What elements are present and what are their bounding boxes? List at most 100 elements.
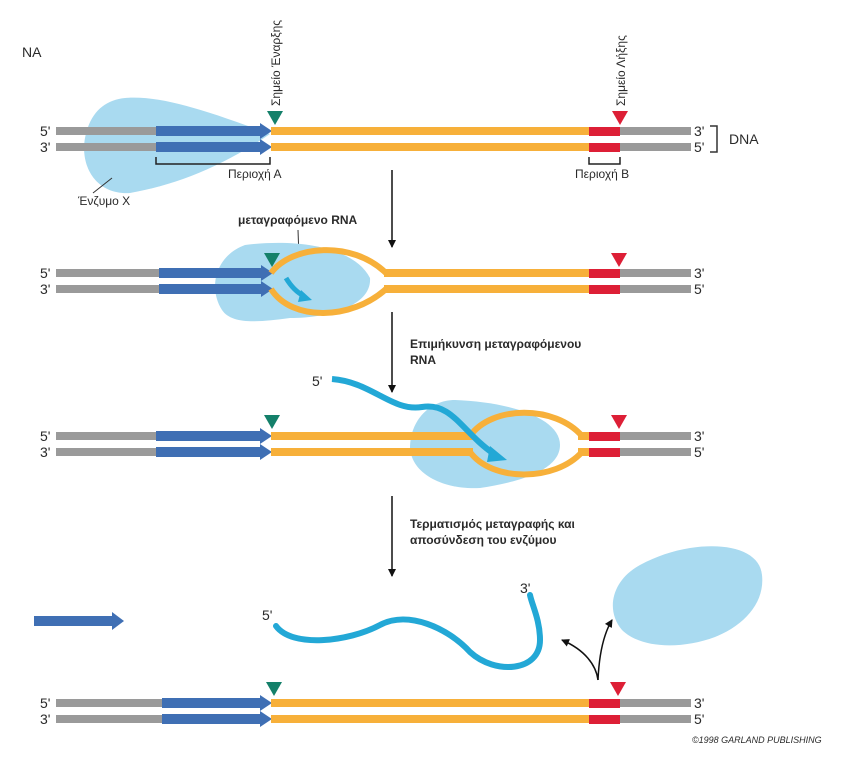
dna-top-right-flank — [620, 432, 691, 440]
dna-bottom-right-flank — [620, 285, 691, 293]
termination-label-line2: αποσύνδεση του ενζύμου — [410, 533, 556, 547]
gene-body-top — [384, 269, 589, 277]
transcription-bubble-bottom — [268, 286, 389, 316]
three-prime-bottom-left: 3' — [40, 444, 50, 460]
start-site-marker — [267, 111, 283, 125]
end-site-marker — [611, 253, 627, 267]
five-prime-top-left: 5' — [40, 123, 50, 139]
promoter-arrow-top — [156, 126, 262, 136]
publisher-credit: ©1998 GARLAND PUBLISHING — [692, 735, 822, 745]
gene-body-bottom — [271, 715, 589, 723]
dna-top-left-flank — [56, 127, 216, 135]
release-arrow-right — [597, 619, 613, 681]
released-promoter-arrow — [34, 616, 114, 626]
terminator-top — [589, 699, 620, 708]
gene-body-top — [271, 432, 473, 440]
dna-bottom-left-flank — [56, 715, 216, 723]
stage-2: μεταγραφόμενο RNA 5' 3' 3' 5' — [40, 213, 704, 322]
gene-body-top — [271, 699, 589, 707]
terminator-top — [589, 127, 620, 136]
region-b-bracket — [588, 157, 621, 165]
dna-bottom-right-flank — [620, 143, 691, 151]
terminator-bottom — [589, 448, 620, 457]
end-site-marker — [611, 415, 627, 429]
promoter-arrow-bottom — [162, 714, 262, 724]
three-prime-top-right: 3' — [694, 428, 704, 444]
promoter-arrow-top-head — [260, 695, 272, 711]
promoter-arrow-bottom — [156, 142, 262, 152]
end-site-marker — [610, 682, 626, 696]
stage-3: 5' 5' 3' 3' 5' — [40, 373, 704, 489]
five-prime-top-left: 5' — [40, 265, 50, 281]
promoter-arrow-top — [156, 431, 262, 441]
rna-five-prime-label: 5' — [312, 373, 322, 389]
transcription-bubble-top — [268, 247, 389, 276]
five-prime-top-left: 5' — [40, 695, 50, 711]
enzyme-x — [215, 242, 371, 322]
region-b-label: Περιοχή Β — [575, 167, 629, 181]
three-prime-bottom-left: 3' — [40, 139, 50, 155]
dna-bracket — [710, 125, 718, 153]
dna-bottom-right-flank — [620, 448, 691, 456]
dna-top-left-flank — [56, 269, 216, 277]
five-prime-top-left: 5' — [40, 428, 50, 444]
dna-bottom-left-flank — [56, 143, 216, 151]
enzyme-label: Ένζυμο Χ — [77, 194, 130, 208]
released-enzyme-x — [612, 546, 763, 646]
promoter-arrow-bottom — [156, 447, 262, 457]
end-site-marker — [612, 111, 628, 125]
transcription-bubble-top — [467, 409, 585, 439]
release-arrow-left — [561, 639, 599, 681]
terminator-top — [589, 432, 620, 441]
dna-top-right-flank — [620, 269, 691, 277]
dna-label: DNA — [729, 131, 759, 147]
three-prime-top-right: 3' — [694, 265, 704, 281]
transcription-bubble-bottom — [467, 449, 585, 478]
five-prime-bottom-right: 5' — [694, 444, 704, 460]
elongation-label-line2: RNA — [410, 353, 436, 367]
five-prime-bottom-right: 5' — [694, 711, 704, 727]
five-prime-bottom-right: 5' — [694, 281, 704, 297]
start-site-marker — [264, 415, 280, 429]
stage-4: 5' 3' 5' 3' 3' 5' ©1998 GARLAND PUBLISHI… — [34, 546, 822, 745]
terminator-bottom — [589, 715, 620, 724]
dna-top-right-flank — [620, 127, 691, 135]
promoter-arrow-top — [159, 268, 263, 278]
three-prime-bottom-left: 3' — [40, 281, 50, 297]
start-site-marker — [264, 253, 280, 267]
promoter-arrow-top-head — [260, 428, 272, 444]
gene-body-top — [271, 127, 589, 135]
promoter-arrow-bottom-head — [261, 281, 273, 297]
elongating-rna-head — [487, 446, 507, 462]
termination-label-line1: Τερματισμός μεταγραφής και — [410, 517, 575, 531]
promoter-arrow-bottom-head — [260, 711, 272, 727]
elongation-label-line1: Επιμήκυνση μεταγραφόμενου — [410, 337, 581, 351]
region-a-bracket — [155, 157, 271, 165]
released-rna-five-prime-label: 5' — [262, 607, 272, 623]
dna-bottom-left-flank — [56, 448, 216, 456]
promoter-arrow-bottom — [159, 284, 263, 294]
dna-top-right-flank — [620, 699, 691, 707]
five-prime-bottom-right: 5' — [694, 139, 704, 155]
promoter-arrow-top-head — [260, 123, 272, 139]
terminator-bottom — [589, 143, 620, 152]
gene-body-top-end — [578, 432, 589, 440]
promoter-arrow-top — [162, 698, 262, 708]
stage-1: Σημείο Έναρξης Σημείο Λήξης 5' 3' 3' 5' … — [40, 20, 759, 208]
promoter-arrow-bottom-head — [260, 139, 272, 155]
three-prime-top-right: 3' — [694, 695, 704, 711]
dna-top-left-flank — [56, 699, 216, 707]
elongating-rna — [331, 376, 496, 457]
terminator-bottom — [589, 285, 620, 294]
corner-label: ΝΑ — [22, 44, 42, 60]
terminator-top — [589, 269, 620, 278]
dna-top-left-flank — [56, 432, 216, 440]
three-prime-bottom-left: 3' — [40, 711, 50, 727]
start-site-marker — [266, 682, 282, 696]
dna-bottom-left-flank — [56, 285, 216, 293]
start-site-label: Σημείο Έναρξης — [269, 20, 283, 106]
released-rna-three-prime-label: 3' — [520, 580, 530, 596]
gene-body-bottom — [384, 285, 589, 293]
three-prime-top-right: 3' — [694, 123, 704, 139]
